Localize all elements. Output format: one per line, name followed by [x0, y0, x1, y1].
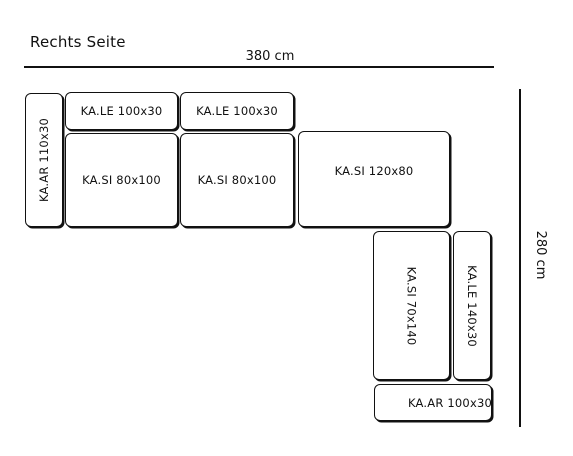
piece-label: KA.AR 100x30 — [408, 395, 492, 410]
piece-label: KA.LE 100x30 — [80, 104, 163, 118]
piece-corner-seat: KA.SI 120x80 — [298, 131, 450, 227]
height-dimension-line — [519, 89, 521, 427]
width-dimension-label: 380 cm — [245, 49, 295, 64]
piece-backrest-2: KA.LE 100x30 — [180, 92, 294, 130]
diagram-title: Rechts Seite — [30, 33, 126, 51]
height-dimension-label: 280 cm — [533, 230, 548, 280]
piece-label: KA.AR 110x30 — [37, 118, 51, 202]
piece-label: KA.SI 120x80 — [334, 164, 414, 178]
piece-armrest-bottom: KA.AR 100x30 — [374, 384, 492, 421]
piece-backrest-1: KA.LE 100x30 — [65, 92, 178, 130]
piece-armrest-left: KA.AR 110x30 — [25, 93, 63, 227]
piece-label: KA.LE 140x30 — [465, 264, 479, 347]
piece-label: KA.LE 100x30 — [196, 104, 278, 118]
width-dimension-line — [24, 66, 494, 68]
piece-seat-long: KA.SI 70x140 — [373, 231, 450, 380]
piece-label: KA.SI 70x140 — [404, 266, 419, 345]
piece-label: KA.SI 80x100 — [197, 173, 277, 187]
piece-backrest-side: KA.LE 140x30 — [453, 231, 491, 380]
piece-label: KA.SI 80x100 — [82, 173, 161, 187]
piece-seat-1: KA.SI 80x100 — [65, 133, 178, 227]
piece-seat-2: KA.SI 80x100 — [180, 133, 294, 227]
